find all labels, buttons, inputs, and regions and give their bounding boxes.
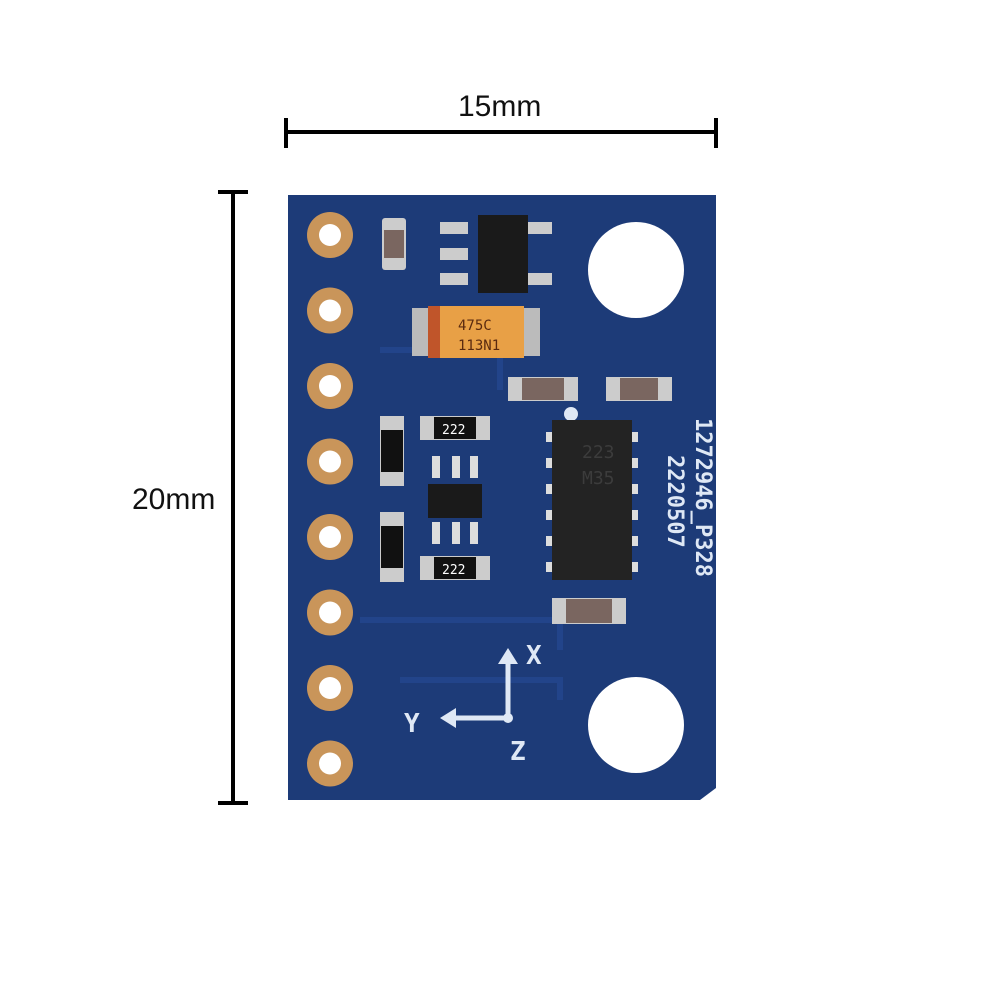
tantalum-capacitor: 475C 113N1 <box>412 306 540 358</box>
axis-y-label: Y <box>404 709 420 739</box>
pad-hole <box>319 601 341 624</box>
pad-hole <box>319 526 341 548</box>
mounting-hole-bottom <box>588 677 684 773</box>
pad-hole <box>319 375 341 397</box>
resistor-marking: 222 <box>442 563 465 578</box>
sensor-ic: 223 M35 <box>546 420 638 580</box>
height-dimension-line <box>218 190 248 805</box>
mounting-hole-top <box>588 222 684 318</box>
pad-hole <box>319 299 341 322</box>
pad-hole <box>319 224 341 246</box>
pad-hole <box>319 450 341 473</box>
pad-hole <box>319 677 341 699</box>
axis-x-label: X <box>526 641 542 671</box>
axis-marker <box>440 648 518 728</box>
width-dimension-label: 15mm <box>458 90 542 123</box>
ic-marking-2: M35 <box>582 468 615 489</box>
pad-hole <box>319 752 341 775</box>
capacitors-row <box>508 377 672 624</box>
silkscreen-line-2: 2220507 <box>662 455 687 548</box>
tantalum-marking-1: 475C <box>458 318 492 334</box>
tantalum-marking-2: 113N1 <box>458 338 500 354</box>
capacitor-top-left <box>382 218 406 270</box>
pcb-board <box>288 195 716 800</box>
header-pads <box>307 212 353 787</box>
silkscreen-line-1: 1272946_P328 <box>690 418 715 577</box>
height-dimension-label: 20mm <box>132 483 216 516</box>
resistor-marking: 222 <box>442 423 465 438</box>
regulator-ic <box>440 215 552 293</box>
axis-z-label: Z <box>510 737 526 767</box>
width-dimension-line <box>284 118 718 148</box>
ic-marking-1: 223 <box>582 442 615 463</box>
resistors: 222 222 <box>380 416 490 582</box>
